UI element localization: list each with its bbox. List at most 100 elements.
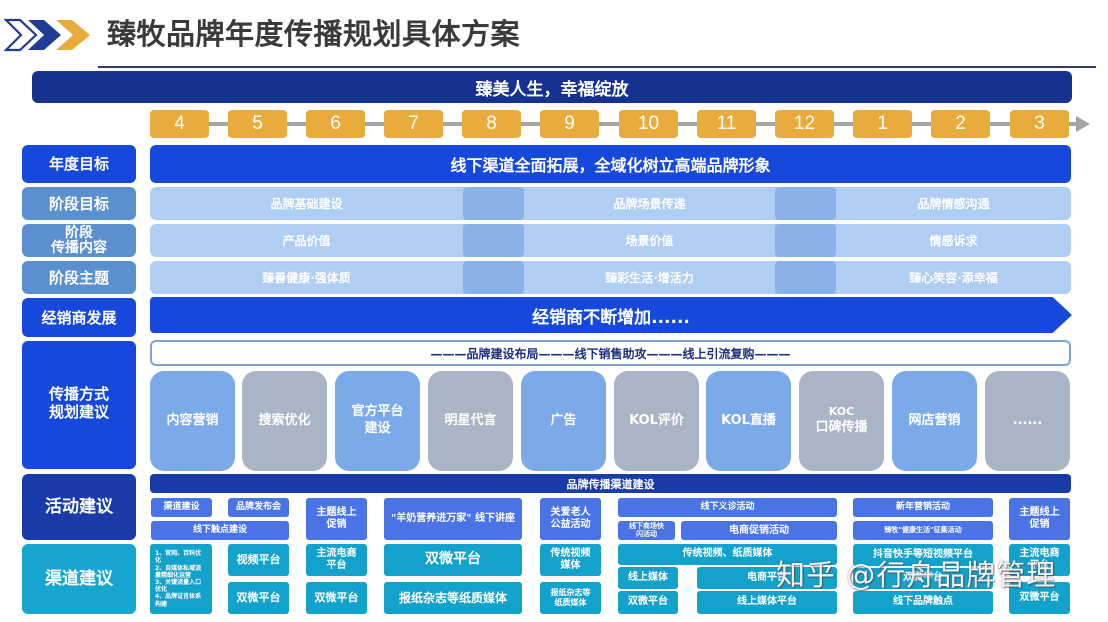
phase-theme-row: 臻善健康·强体质 臻彩生活·增活力 臻心笑容·添幸福: [150, 261, 1071, 294]
row-label-methods: 传播方式 规划建议: [22, 341, 136, 469]
month-badge: 12: [775, 110, 834, 138]
method-label: 口碑传播: [815, 419, 868, 435]
method-card-seo: 搜索优化: [242, 371, 327, 471]
method-card-content-marketing: 内容营销: [150, 371, 235, 471]
page-title: 臻牧品牌年度传播规划具体方案: [107, 17, 521, 51]
channel-list-item: 2、自媒体私域流量精细化运营: [155, 564, 202, 579]
month-badge: 6: [306, 110, 365, 138]
month-badge: 2: [931, 110, 990, 138]
activity-offline-touchpoints: 线下触点建设: [151, 521, 289, 540]
channel-label: 传统视频: [550, 547, 591, 559]
method-label: KOL评价: [629, 412, 684, 428]
activity-label: 主题线上: [1019, 507, 1060, 518]
channel-video-platform: 视频平台: [228, 544, 289, 576]
channel-label: 平台: [326, 560, 347, 571]
method-card-online-store: 网店营销: [892, 371, 977, 471]
channel-build-header: 品牌传播渠道建设: [150, 474, 1071, 493]
method-label: 广告: [550, 412, 577, 428]
label-line: 传播内容: [51, 239, 107, 256]
channel-list-item: 3、关键流量入口优化: [155, 579, 202, 594]
phase-theme-cell: 臻心笑容·添幸福: [909, 271, 998, 285]
phase-content-cell: 场景价值: [625, 234, 674, 248]
method-label: 内容营销: [166, 412, 219, 428]
channel-list-box: 1、官网、百科优化 2、自媒体私域流量精细化运营 3、关键流量入口优化 4、品牌…: [150, 544, 212, 614]
month-badge: 8: [462, 110, 521, 138]
activity-theme-promo-2: 主题线上促销: [1009, 498, 1070, 540]
channel-traditional-video-print: 传统视频、纸质媒体: [618, 544, 837, 565]
channel-label: 媒体: [560, 560, 581, 571]
channel-print-media: 报纸杂志等纸质媒体: [384, 582, 522, 614]
channel-label: 纸质媒体: [554, 598, 587, 607]
channel-label: 主流电商: [1019, 547, 1060, 559]
month-badge: 1: [853, 110, 912, 138]
channel-list-item: 1、官网、百科优化: [155, 550, 202, 565]
method-label: 建设: [364, 421, 391, 436]
phase-theme-cell: 臻善健康·强体质: [262, 271, 351, 285]
phase-goal-cell: 品牌情感沟通: [917, 197, 990, 211]
phase-transition: [463, 187, 524, 220]
channel-short-video: 抖音快手等短视频平台: [853, 544, 993, 566]
month-badge: 7: [384, 110, 443, 138]
method-label: 搜索优化: [258, 412, 311, 428]
method-label: ......: [1012, 412, 1043, 428]
phase-goal-cell: 品牌基础建设: [270, 197, 343, 211]
annual-goal-bar: 线下渠道全面拓展，全域化树立高端品牌形象: [150, 145, 1071, 183]
activity-label: 主题线上: [316, 507, 357, 518]
phase-theme-cell: 臻彩生活·增活力: [605, 271, 694, 285]
row-label-phase-goal: 阶段目标: [22, 187, 136, 220]
activity-label: 线下商场快: [629, 521, 664, 530]
label-line: 规划建议: [48, 403, 109, 421]
timeline-arrow-icon: [1076, 116, 1090, 132]
phase-transition: [775, 187, 836, 220]
channel-wechat-weibo: 双微平台: [306, 582, 367, 614]
channel-wechat-weibo: 双微平台: [228, 582, 289, 614]
activity-launch-event: 品牌发布会: [228, 498, 289, 517]
method-label: KOL直播: [721, 412, 776, 428]
month-badge: 4: [150, 110, 209, 138]
channel-offline-touchpoint: 线下品牌触点: [853, 591, 993, 614]
activity-label: 公益活动: [550, 519, 591, 530]
method-card-celebrity: 明星代言: [428, 371, 513, 471]
layout-strategy-box: ———品牌建设布局———线下销售助攻———线上引流复购———: [150, 340, 1071, 366]
phase-content-row: 产品价值 场景价值 情感诉求: [150, 224, 1071, 257]
row-label-activities: 活动建议: [22, 474, 136, 540]
dealer-text: 经销商不断增加......: [532, 307, 690, 328]
activity-elderly-care: 关爱老人公益活动: [540, 498, 601, 540]
label-line: 传播方式: [48, 385, 109, 403]
month-badge: 5: [228, 110, 287, 138]
channel-ecommerce: 主流电商平台: [306, 544, 367, 576]
channel-label: 主流电商: [316, 547, 357, 559]
row-label-channels: 渠道建议: [22, 544, 136, 614]
label-line: 阶段: [65, 224, 93, 241]
phase-transition: [775, 224, 836, 257]
channel-print-small: 报纸杂志等纸质媒体: [540, 582, 601, 614]
phase-transition: [463, 224, 524, 257]
method-card-kol-live: KOL直播: [706, 371, 791, 471]
activity-health-life: 臻牧"健康生活"征集活动: [853, 521, 993, 540]
activity-label: 闪活动: [636, 529, 657, 538]
dealer-arrow-bar: 经销商不断增加......: [150, 297, 1072, 333]
method-card-official-platform: 官方平台建设: [335, 371, 420, 471]
month-badge: 3: [1010, 110, 1069, 138]
method-card-more: ......: [985, 371, 1070, 471]
channel-list-item: 4、品牌证言体系构建: [155, 593, 202, 608]
slogan-banner: 臻美人生，幸福绽放: [32, 71, 1072, 103]
activity-label: 促销: [326, 519, 347, 530]
month-badge: 10: [619, 110, 678, 138]
channel-wechat-weibo: 双微平台: [1009, 582, 1070, 614]
arrow-shape: [150, 297, 1072, 333]
activity-free-clinic: 线下义诊活动: [618, 498, 837, 517]
channel-wechat-weibo: 双微平台: [853, 568, 993, 589]
watermark: 知乎 @行舟品牌管理: [776, 558, 1057, 592]
month-badge: 11: [697, 110, 756, 138]
channel-wechat-weibo: 双微平台: [618, 591, 678, 614]
month-badge: 9: [540, 110, 599, 138]
activity-lecture: "羊奶营养进万家" 线下讲座: [384, 498, 522, 540]
activity-ecommerce-promo: 电商促销活动: [681, 521, 837, 540]
row-label-dealer: 经销商发展: [22, 298, 136, 337]
phase-content-cell: 产品价值: [282, 234, 331, 248]
channel-online-media-platform: 线上媒体平台: [697, 591, 837, 614]
method-label: 明星代言: [444, 412, 497, 428]
channel-online-media: 线上媒体: [618, 567, 678, 589]
